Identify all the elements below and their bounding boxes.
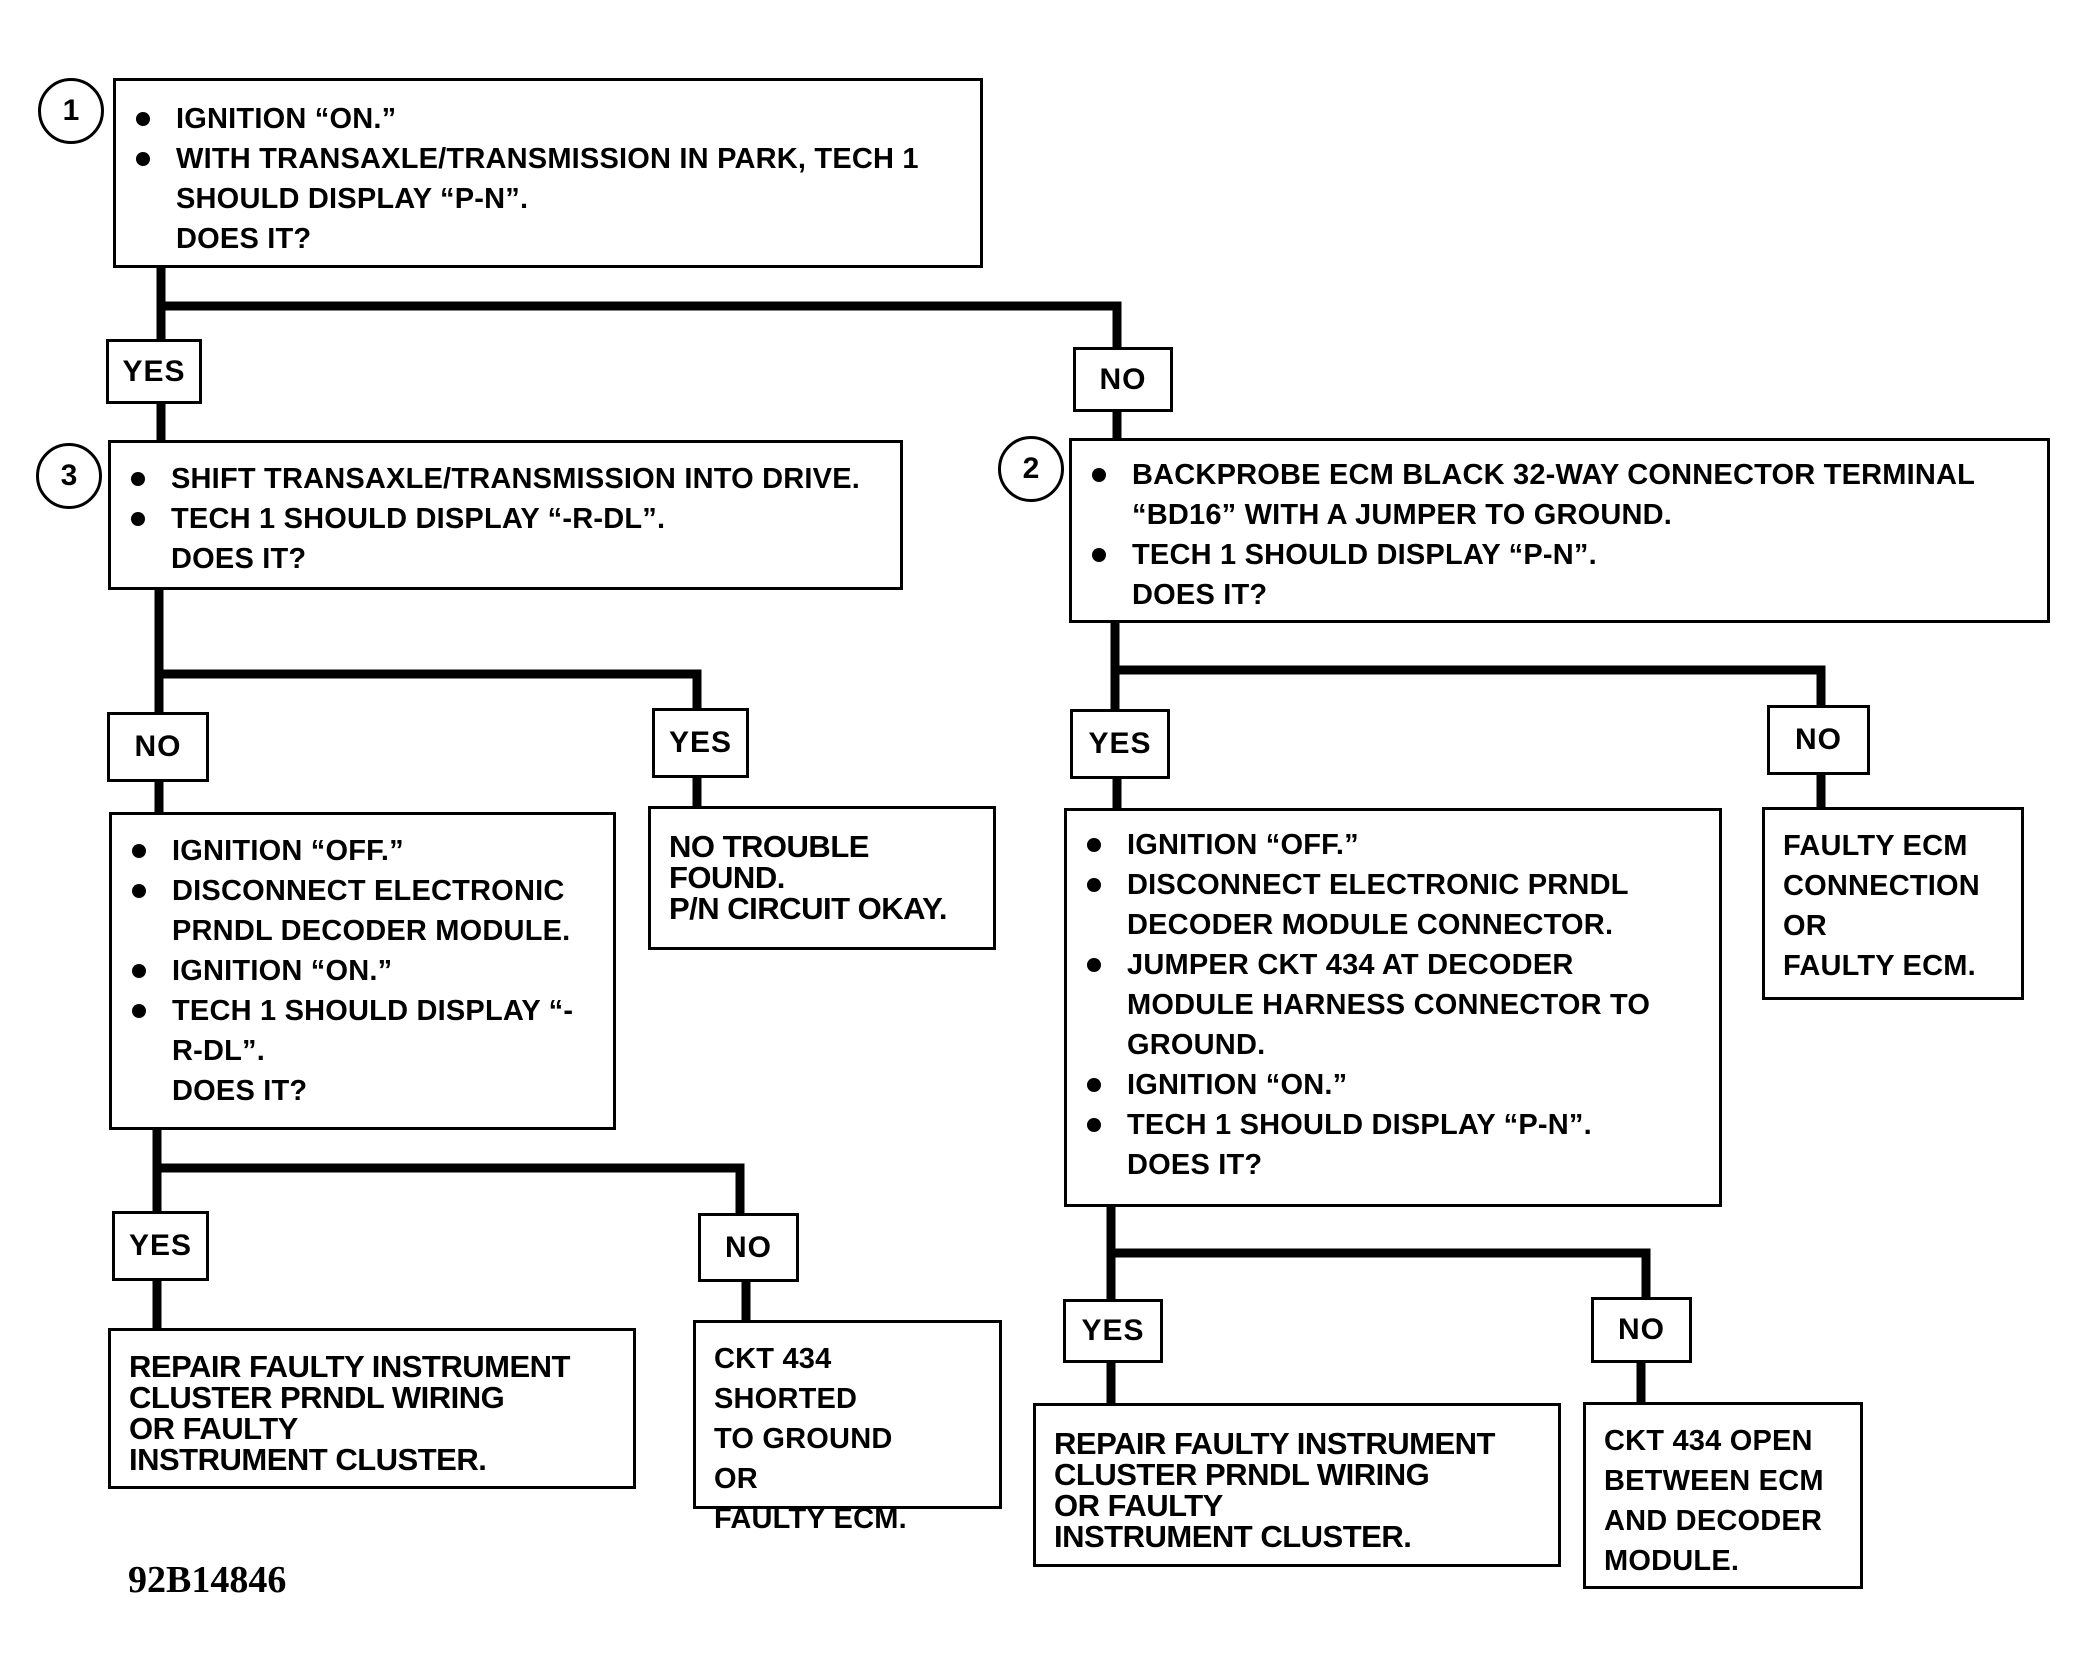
figure-code: 92B14846: [128, 1559, 287, 1601]
step-1-yes-label: YES: [106, 339, 202, 404]
step-2-item: TECH 1 SHOULD DISPLAY “P-N”.: [1086, 535, 2033, 575]
right-yes-label: YES: [1063, 1299, 1163, 1363]
connector-step1-bar: [156, 301, 1122, 352]
result-line: INSTRUMENT CLUSTER.: [129, 1442, 487, 1477]
step-3-number: 3: [36, 443, 102, 509]
step-3-yes-label: YES: [652, 708, 749, 778]
step-2-yes-item: IGNITION “ON.”: [1081, 1065, 1705, 1105]
step-3-question: DOES IT?: [171, 543, 307, 575]
result-line: OR FAULTY: [1054, 1488, 1223, 1523]
step-3-box: SHIFT TRANSAXLE/TRANSMISSION INTO DRIVE.…: [108, 440, 903, 590]
step-2-yes-item: JUMPER CKT 434 AT DECODER MODULE HARNESS…: [1081, 945, 1705, 1065]
right-no-result: CKT 434 OPEN BETWEEN ECM AND DECODER MOD…: [1583, 1402, 1863, 1589]
step-2-yes-box: IGNITION “OFF.” DISCONNECT ELECTRONIC PR…: [1064, 808, 1722, 1207]
connector-step2-bar: [1110, 665, 1826, 710]
result-line: NO TROUBLE: [669, 829, 869, 864]
step-2-yes-item: DISCONNECT ELECTRONIC PRNDL DECODER MODU…: [1081, 865, 1705, 945]
left-no-result: CKT 434 SHORTED TO GROUND OR FAULTY ECM.: [693, 1320, 1002, 1535]
step-2-yes-label: YES: [1070, 709, 1170, 779]
right-yes-result: REPAIR FAULTY INSTRUMENT CLUSTER PRNDL W…: [1033, 1403, 1561, 1567]
step-3-item: TECH 1 SHOULD DISPLAY “-R-DL”.: [125, 499, 886, 539]
step-1-box: IGNITION “ON.” WITH TRANSAXLE/TRANSMISSI…: [113, 78, 983, 268]
step-1-item: IGNITION “ON.”: [130, 99, 966, 139]
step-2-yes-item: IGNITION “OFF.”: [1081, 825, 1705, 865]
step-2-number: 2: [998, 436, 1064, 502]
result-line: P/N CIRCUIT OKAY.: [669, 891, 948, 926]
result-line: MODULE.: [1604, 1545, 1740, 1577]
step-3-no-box: IGNITION “OFF.” DISCONNECT ELECTRONIC PR…: [109, 812, 616, 1130]
left-yes-label: YES: [112, 1211, 209, 1281]
result-line: AND DECODER: [1604, 1505, 1823, 1537]
step-3-no-question: DOES IT?: [172, 1075, 308, 1107]
step-3-item: SHIFT TRANSAXLE/TRANSMISSION INTO DRIVE.: [125, 459, 886, 499]
left-yes-result: REPAIR FAULTY INSTRUMENT CLUSTER PRNDL W…: [108, 1328, 636, 1489]
connector-step3-bar: [154, 669, 702, 713]
step-1-list: IGNITION “ON.” WITH TRANSAXLE/TRANSMISSI…: [130, 99, 966, 219]
step-3-no-item: TECH 1 SHOULD DISPLAY “-R-DL”.: [126, 991, 599, 1071]
result-line: OR FAULTY: [129, 1411, 298, 1446]
result-line: FAULTY ECM.: [1783, 950, 1976, 982]
step-3-yes-result: NO TROUBLE FOUND. P/N CIRCUIT OKAY.: [648, 806, 996, 950]
step-1-number: 1: [38, 78, 104, 144]
result-line: CLUSTER PRNDL WIRING: [1054, 1457, 1430, 1492]
step-1-question: DOES IT?: [176, 223, 312, 255]
step-3-list: SHIFT TRANSAXLE/TRANSMISSION INTO DRIVE.…: [125, 459, 886, 539]
result-line: TO GROUND: [714, 1423, 893, 1455]
result-line: CONNECTION: [1783, 870, 1980, 902]
result-line: FOUND.: [669, 860, 785, 895]
step-1-item: WITH TRANSAXLE/TRANSMISSION IN PARK, TEC…: [130, 139, 966, 219]
step-2-yes-list: IGNITION “OFF.” DISCONNECT ELECTRONIC PR…: [1081, 825, 1705, 1145]
step-3-no-item: DISCONNECT ELECTRONIC PRNDL DECODER MODU…: [126, 871, 599, 951]
result-line: REPAIR FAULTY INSTRUMENT: [129, 1349, 570, 1384]
step-2-no-label: NO: [1767, 705, 1870, 775]
result-line: FAULTY ECM.: [714, 1503, 907, 1535]
result-line: OR: [1783, 910, 1827, 942]
step-3-no-list: IGNITION “OFF.” DISCONNECT ELECTRONIC PR…: [126, 831, 599, 1071]
step-2-no-result: FAULTY ECM CONNECTION OR FAULTY ECM.: [1762, 807, 2024, 1000]
step-2-item: BACKPROBE ECM BLACK 32-WAY CONNECTOR TER…: [1086, 455, 2033, 535]
result-line: INSTRUMENT CLUSTER.: [1054, 1519, 1412, 1554]
result-line: FAULTY ECM: [1783, 830, 1968, 862]
step-2-yes-question: DOES IT?: [1127, 1149, 1263, 1181]
result-line: CKT 434 OPEN: [1604, 1425, 1813, 1457]
result-line: OR: [714, 1463, 758, 1495]
result-line: BETWEEN ECM: [1604, 1465, 1824, 1497]
step-3-no-label: NO: [107, 712, 209, 782]
result-line: CLUSTER PRNDL WIRING: [129, 1380, 505, 1415]
connector-right-bar: [1106, 1248, 1651, 1302]
connector-left-bar: [152, 1163, 745, 1218]
step-3-no-item: IGNITION “ON.”: [126, 951, 599, 991]
left-no-label: NO: [698, 1213, 799, 1282]
step-2-question: DOES IT?: [1132, 579, 1268, 611]
result-line: CKT 434 SHORTED: [714, 1343, 858, 1415]
result-line: REPAIR FAULTY INSTRUMENT: [1054, 1426, 1495, 1461]
step-3-no-item: IGNITION “OFF.”: [126, 831, 599, 871]
step-1-no-label: NO: [1073, 347, 1173, 412]
step-2-box: BACKPROBE ECM BLACK 32-WAY CONNECTOR TER…: [1069, 438, 2050, 623]
step-2-yes-item: TECH 1 SHOULD DISPLAY “P-N”.: [1081, 1105, 1705, 1145]
right-no-label: NO: [1591, 1297, 1692, 1363]
step-2-list: BACKPROBE ECM BLACK 32-WAY CONNECTOR TER…: [1086, 455, 2033, 575]
